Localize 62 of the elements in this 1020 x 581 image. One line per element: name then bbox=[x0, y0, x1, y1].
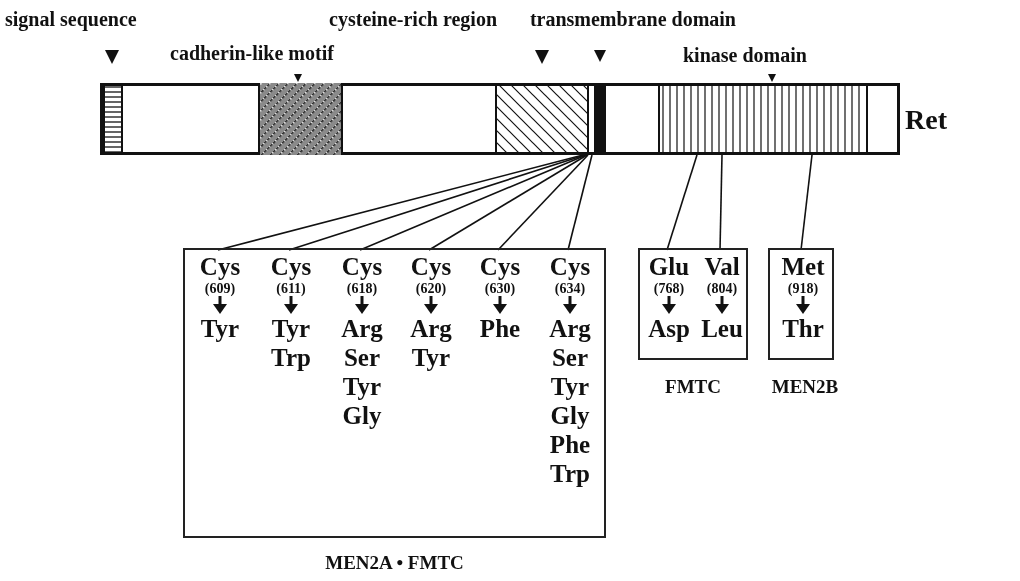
amino-acid: Arg bbox=[341, 314, 383, 343]
amino-acid: Tyr bbox=[200, 314, 240, 343]
amino-acid: Cys bbox=[479, 252, 521, 281]
connector-line bbox=[497, 154, 589, 251]
amino-acid: Cys bbox=[549, 252, 591, 281]
position-number: (611) bbox=[276, 281, 306, 296]
amino-acid: Cys bbox=[341, 252, 383, 281]
connector-line bbox=[666, 154, 698, 251]
amino-acid: Trp bbox=[550, 459, 590, 488]
solid-segment bbox=[594, 83, 606, 155]
disease-caption: MEN2A • FMTC bbox=[324, 552, 465, 574]
position-number: (630) bbox=[484, 281, 516, 296]
hatched-segment bbox=[495, 83, 589, 155]
amino-acid: Gly bbox=[550, 401, 590, 430]
connector-line bbox=[800, 154, 813, 251]
vertical-striped-segment bbox=[658, 83, 868, 155]
position-number: (768) bbox=[653, 281, 685, 296]
mutation-box bbox=[638, 248, 748, 360]
amino-acid: Ser bbox=[343, 343, 381, 372]
amino-acid: Cys bbox=[270, 252, 312, 281]
amino-acid: Tyr bbox=[411, 343, 451, 372]
mutation-box bbox=[768, 248, 834, 360]
mutation-box bbox=[183, 248, 606, 538]
connector-line bbox=[567, 154, 593, 251]
amino-acid: Phe bbox=[479, 314, 521, 343]
connector-line bbox=[428, 154, 588, 251]
amino-acid: Arg bbox=[410, 314, 452, 343]
amino-acid: Thr bbox=[782, 314, 824, 343]
position-number: (634) bbox=[554, 281, 586, 296]
protein-name: Ret bbox=[905, 104, 948, 136]
amino-acid: Tyr bbox=[342, 372, 382, 401]
domain-label: signal sequence bbox=[5, 8, 138, 31]
amino-acid: Arg bbox=[549, 314, 591, 343]
stippled-segment bbox=[258, 83, 343, 155]
amino-acid: Trp bbox=[271, 343, 311, 372]
amino-acid: Tyr bbox=[550, 372, 590, 401]
amino-acid: Asp bbox=[648, 314, 690, 343]
amino-acid: Gly bbox=[342, 401, 382, 430]
amino-acid: Leu bbox=[701, 314, 743, 343]
domain-label: transmembrane domain bbox=[528, 8, 736, 31]
domain-label: cadherin-like motif bbox=[170, 42, 335, 65]
disease-caption: FMTC bbox=[664, 376, 722, 398]
connector-line bbox=[359, 154, 587, 251]
amino-acid: Cys bbox=[410, 252, 452, 281]
amino-acid: Ser bbox=[551, 343, 589, 372]
position-number: (804) bbox=[706, 281, 738, 296]
disease-caption: MEN2B bbox=[770, 376, 840, 398]
amino-acid: Cys bbox=[199, 252, 241, 281]
position-number: (918) bbox=[787, 281, 819, 296]
amino-acid: Phe bbox=[549, 430, 591, 459]
domain-label: cysteine-rich region bbox=[328, 8, 497, 31]
position-number: (620) bbox=[415, 281, 447, 296]
amino-acid: Val bbox=[704, 252, 740, 281]
amino-acid: Tyr bbox=[271, 314, 311, 343]
amino-acid: Met bbox=[781, 252, 825, 281]
protein-bar bbox=[100, 83, 900, 155]
amino-acid: Glu bbox=[648, 252, 690, 281]
connector-line bbox=[719, 154, 723, 251]
striped-segment bbox=[103, 83, 123, 155]
position-number: (618) bbox=[346, 281, 378, 296]
domain-label: kinase domain bbox=[683, 44, 808, 67]
position-number: (609) bbox=[204, 281, 236, 296]
